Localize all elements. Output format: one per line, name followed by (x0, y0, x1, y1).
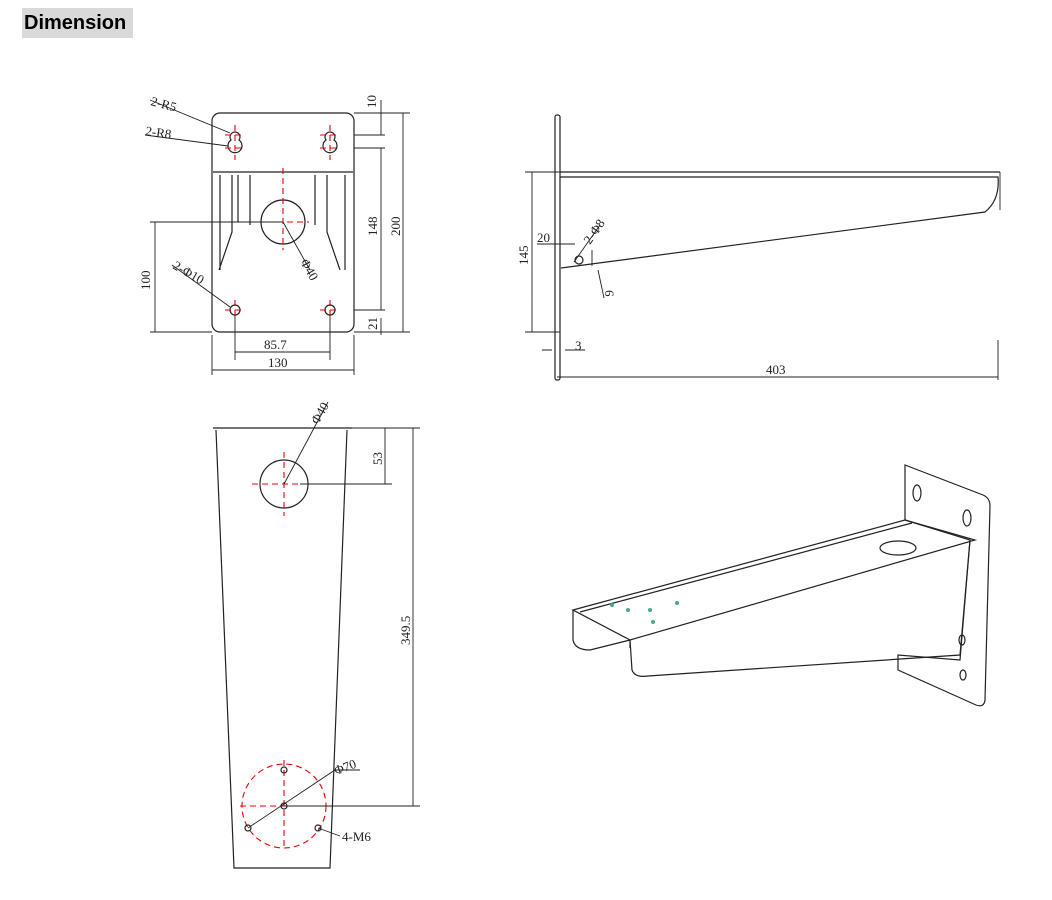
dim-6: 6 (602, 290, 617, 297)
label-4-m6: 4-M6 (342, 829, 371, 844)
dim-10: 10 (364, 95, 379, 108)
dim-130: 130 (268, 355, 288, 370)
dim-200: 200 (388, 217, 403, 237)
dim-21: 21 (365, 317, 380, 330)
dim-349-5: 349.5 (398, 616, 413, 645)
side-view: 145 20 2-Φ8 6 3 403 (516, 114, 1001, 381)
label-top-hole: Φ40 (308, 400, 332, 427)
dim-403: 403 (766, 362, 786, 377)
label-center-hole: Φ40 (297, 256, 321, 283)
front-view: 2-R5 2-R8 2-Φ10 Φ40 10 148 200 21 100 85… (138, 93, 410, 375)
dim-100: 100 (138, 271, 153, 291)
isometric-view (571, 464, 991, 707)
top-view: Φ40 53 349.5 Φ70 4-M6 (213, 400, 420, 869)
dim-20: 20 (537, 230, 550, 245)
label-phi70: Φ70 (332, 756, 358, 778)
dim-85-7: 85.7 (264, 337, 287, 352)
label-2-r8: 2-R8 (145, 123, 173, 141)
dim-148: 148 (365, 217, 380, 237)
section-title: Dimension (22, 8, 133, 38)
dim-145: 145 (516, 246, 531, 266)
label-2-r5: 2-R5 (149, 93, 178, 114)
label-2-phi8: 2-Φ8 (580, 216, 608, 247)
dim-3: 3 (575, 338, 582, 353)
dim-53: 53 (370, 452, 385, 465)
label-2-phi10: 2-Φ10 (171, 258, 207, 288)
